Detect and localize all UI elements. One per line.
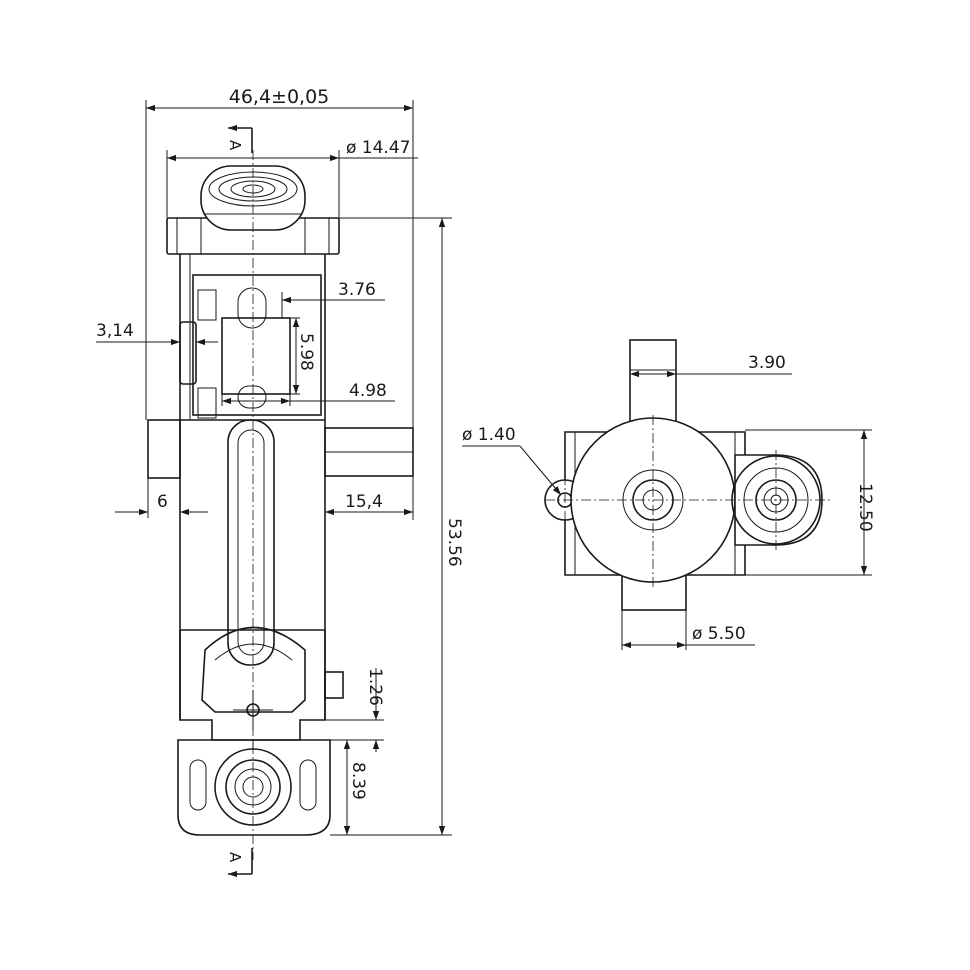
dim-slot-height: 5.98 — [296, 333, 316, 371]
dim-slot-offset: 3.76 — [338, 280, 376, 300]
section-marker-bottom: A — [226, 848, 253, 878]
dim-overall-height: 53.56 — [444, 518, 464, 567]
dim-bottom-stub-diameter: ø 5.50 — [692, 624, 746, 644]
dim-bottom-height: 8.39 — [348, 762, 368, 800]
side-dimensions: 3.90 ø 1.40 12.50 ø 5.50 — [462, 353, 875, 650]
section-marker-top: A — [226, 124, 253, 153]
front-view — [147, 150, 414, 860]
bottom-flange — [177, 739, 331, 836]
main-body — [147, 254, 414, 720]
dim-top-stub-width: 3.90 — [748, 353, 786, 373]
dim-lower-offset: 1.26 — [365, 668, 385, 706]
dim-stub-length: 6 — [157, 492, 168, 512]
dim-side-height: 12.50 — [855, 483, 875, 532]
dim-top-diameter: ø 14.47 — [346, 138, 410, 158]
dim-hole-diameter: ø 1.40 — [462, 425, 516, 445]
section-label-bottom: A — [226, 852, 244, 863]
dim-stem-length: 15,4 — [345, 492, 383, 512]
dim-slot-width: 4.98 — [349, 381, 387, 401]
front-dimensions: 46,4±0,05 ø 14.47 3.76 5.98 4.98 3,14 6 — [96, 86, 464, 836]
top-cap — [166, 165, 340, 255]
lower-housing — [179, 626, 344, 741]
section-label-top: A — [226, 140, 244, 151]
dim-overall-width: 46,4±0,05 — [229, 86, 330, 108]
side-view — [544, 339, 830, 611]
dim-side-offset: 3,14 — [96, 321, 134, 341]
